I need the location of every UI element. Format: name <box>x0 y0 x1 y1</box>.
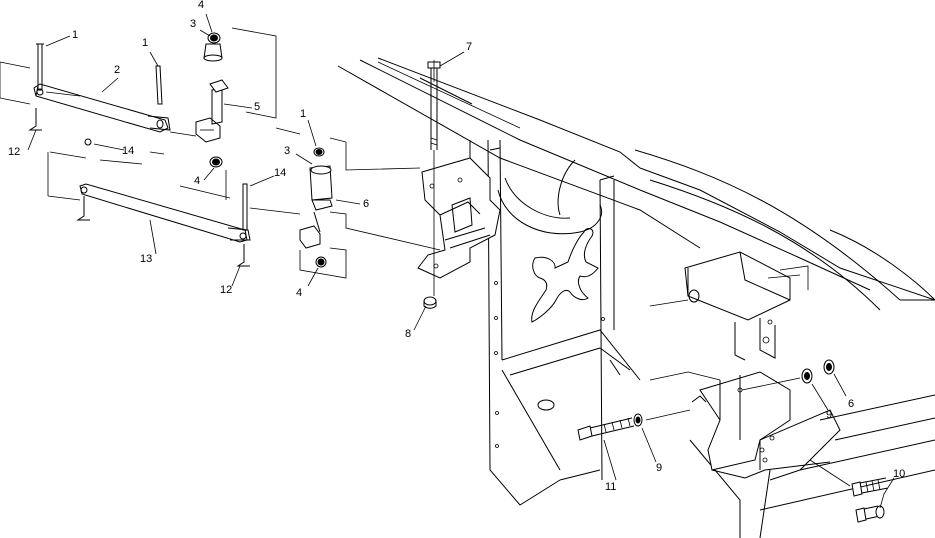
callout-c6b: 6 <box>848 398 854 410</box>
callout-c14b: 14 <box>274 167 286 179</box>
alignment-lines <box>0 27 851 487</box>
callout-c6a: 6 <box>363 198 369 210</box>
callout-c12b: 12 <box>220 284 232 296</box>
pin-1-upper-left <box>36 43 44 91</box>
upper-clevis-5 <box>195 79 229 143</box>
washer-9-right <box>801 368 813 384</box>
callout-c12a: 12 <box>8 146 20 158</box>
callout-c2: 2 <box>114 64 120 76</box>
callout-c14a: 14 <box>122 145 134 157</box>
leader-lines <box>27 13 895 509</box>
callout-c8: 8 <box>405 328 411 340</box>
pin-14-lower <box>242 183 248 231</box>
callout-c5: 5 <box>254 101 260 113</box>
washer-9-left <box>633 413 643 427</box>
nut-6-right <box>823 359 835 375</box>
pin-lower-left <box>76 196 90 221</box>
upper-bushing-3 <box>203 43 223 62</box>
nut-8 <box>423 296 437 309</box>
pin-12-upper <box>28 108 42 131</box>
pin-1-upper-mid <box>155 65 163 105</box>
callout-c9b: 9 <box>656 462 662 474</box>
lower-nut-4-top <box>313 147 325 157</box>
lower-link-rod-13 <box>79 183 251 243</box>
lower-nut-4-bottom <box>315 256 327 268</box>
upper-link-rod-2 <box>33 83 171 133</box>
callout-c4a: 4 <box>198 0 204 11</box>
callout-c3a: 3 <box>190 18 196 30</box>
callout-c1b: 1 <box>142 37 148 49</box>
callout-c1a: 1 <box>72 29 78 41</box>
center-bracket <box>417 157 501 279</box>
callout-c4b: 4 <box>194 175 200 187</box>
upper-nut-4-bottom <box>209 156 223 168</box>
callout-c9a: 9 <box>826 409 832 421</box>
callout-c3b: 3 <box>284 145 290 157</box>
callout-c1c: 1 <box>300 108 306 120</box>
lower-clevis-6 <box>299 165 333 249</box>
callout-c7: 7 <box>466 41 472 53</box>
callout-c13: 13 <box>140 253 152 265</box>
pin-12-lower <box>236 244 250 267</box>
right-lower-bracket <box>691 371 841 479</box>
right-mount-block <box>684 251 791 361</box>
callout-c11: 11 <box>605 481 616 493</box>
bolt-11 <box>577 417 635 441</box>
upper-nut-4-top <box>207 32 221 44</box>
frame-structure <box>337 57 935 538</box>
callout-c10: 10 <box>893 468 905 480</box>
bolts-10 <box>851 477 889 523</box>
pin-14-upper <box>84 138 165 155</box>
callout-c4c: 4 <box>296 287 302 299</box>
